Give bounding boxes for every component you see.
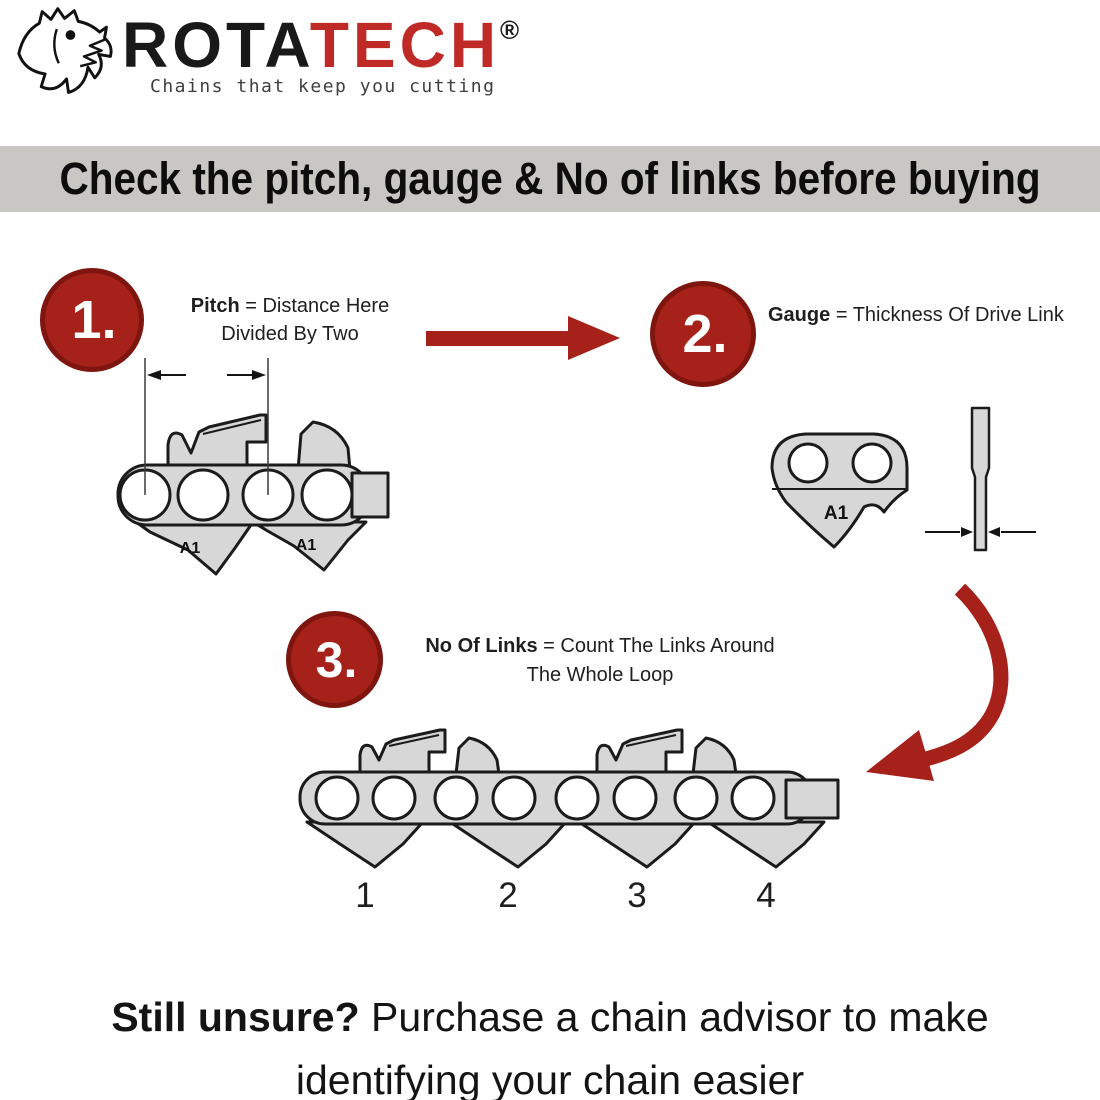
brand-wordmark-black: ROTA <box>122 9 310 81</box>
step-1-caption: Pitch = Distance Here Divided By Two <box>150 292 430 348</box>
headline-banner-text: Check the pitch, gauge & No of links bef… <box>59 153 1041 204</box>
step-3-badge: 3. <box>286 611 383 708</box>
link-count-label-4: 4 <box>756 876 776 915</box>
drive-link-side-diagram <box>925 406 1036 552</box>
pitch-dimension-lines <box>144 358 269 495</box>
step-1-definition: = Distance Here <box>245 295 390 317</box>
brand-wordmark-red: TECH <box>309 9 501 81</box>
headline-banner: Check the pitch, gauge & No of links bef… <box>0 146 1100 212</box>
footer-line1: Purchase a chain advisor to make <box>371 994 989 1040</box>
step-1-term: Pitch <box>190 295 240 317</box>
arrow-right-icon <box>426 316 620 360</box>
link-count-label-1: 1 <box>355 876 375 915</box>
footer-lead: Still unsure? <box>111 994 360 1040</box>
piranha-logo-icon <box>17 7 113 94</box>
loop-chain-diagram <box>298 728 840 869</box>
brand-tagline: Chains that keep you cutting <box>150 76 496 97</box>
step-2-caption: Gauge = Thickness Of Drive Link <box>768 301 1098 329</box>
step-2-definition: = Thickness Of Drive Link <box>835 304 1064 326</box>
footer-line2: identifying your chain easier <box>295 1057 805 1100</box>
link-stamp-a1-right: A1 <box>296 537 317 554</box>
brand-wordmark: ROTATECH® <box>122 8 519 82</box>
step-3-term: No Of Links <box>425 635 538 657</box>
step-1-definition-line2: Divided By Two <box>221 323 359 345</box>
step-3-caption: No Of Links = Count The Links Around The… <box>390 632 810 690</box>
step-2-badge: 2. <box>650 281 756 387</box>
link-stamp-a1-left: A1 <box>180 540 201 557</box>
link-stamp-a1: A1 <box>824 503 849 524</box>
registered-trademark-symbol: ® <box>500 15 520 45</box>
link-count-label-3: 3 <box>627 876 647 915</box>
gauge-dimension-arrows <box>925 527 1036 537</box>
pitch-chain-diagram: A1 A1 <box>116 358 390 576</box>
step-3-definition: = Count The Links Around <box>543 635 775 657</box>
step-1-badge: 1. <box>40 268 144 372</box>
link-count-label-2: 2 <box>498 876 518 915</box>
footer-text: Still unsure? Purchase a chain advisor t… <box>0 986 1100 1100</box>
step-3-definition-line2: The Whole Loop <box>526 664 674 686</box>
drive-link-front-diagram: A1 <box>770 432 909 549</box>
step-1-number: 1. <box>71 290 117 350</box>
curved-arrow-icon <box>866 583 1009 781</box>
step-2-term: Gauge <box>768 304 831 326</box>
step-3-number: 3. <box>315 631 358 688</box>
step-2-number: 2. <box>682 304 728 364</box>
